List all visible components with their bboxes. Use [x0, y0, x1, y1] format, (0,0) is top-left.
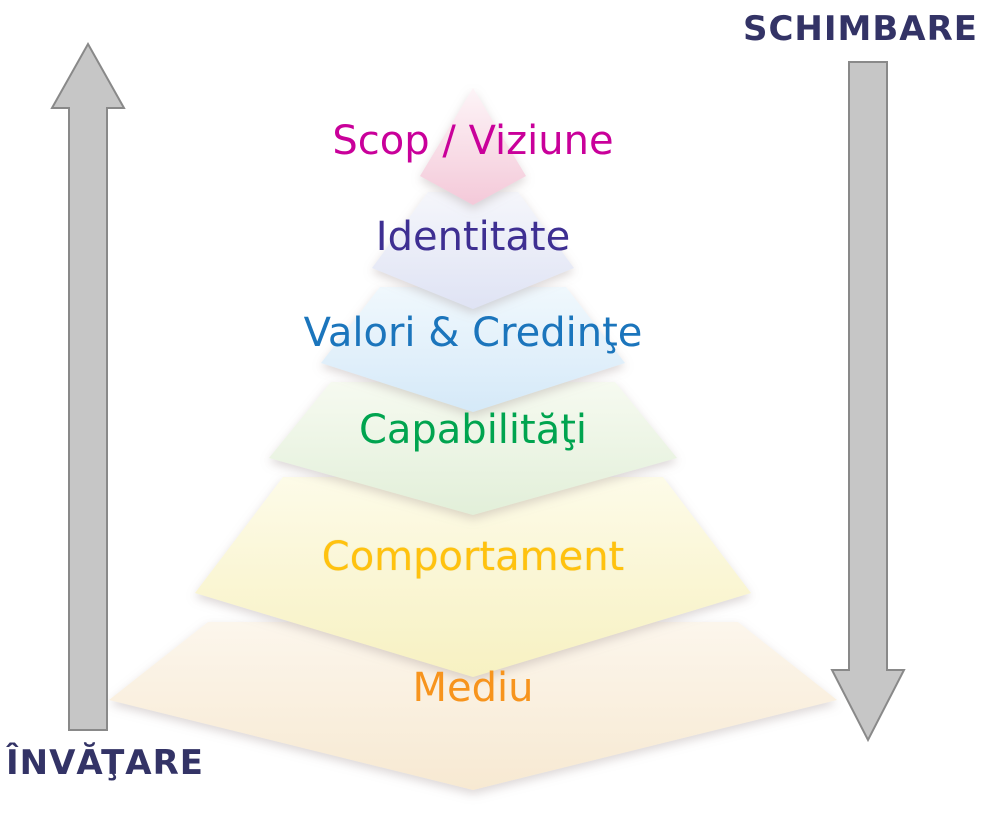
level-label-scop-viziune: Scop / Viziune	[332, 118, 614, 164]
level-label-identitate: Identitate	[375, 214, 571, 260]
pyramid-tier-capabilitati	[269, 382, 677, 515]
pyramid-tier-valori-credinte	[321, 287, 625, 412]
right-axis-label-schimbare: SCHIMBARE	[742, 9, 978, 49]
level-label-mediu: Mediu	[412, 665, 534, 711]
level-label-comportament: Comportament	[321, 534, 625, 580]
pyramid-tier-scop-viziune	[420, 88, 526, 205]
level-label-capabilitati: Capabilităţi	[358, 407, 588, 453]
pyramid-tier-mediu	[109, 622, 837, 790]
pyramid-tier-comportament	[195, 477, 751, 677]
left-axis-label-invatare: ÎNVĂŢARE	[6, 743, 205, 783]
pyramid-tier-identitate	[372, 192, 574, 309]
arrow-up-icon	[50, 41, 126, 731]
level-label-valori-credinte: Valori & Credinţe	[303, 310, 643, 356]
arrow-down-icon	[830, 61, 906, 743]
